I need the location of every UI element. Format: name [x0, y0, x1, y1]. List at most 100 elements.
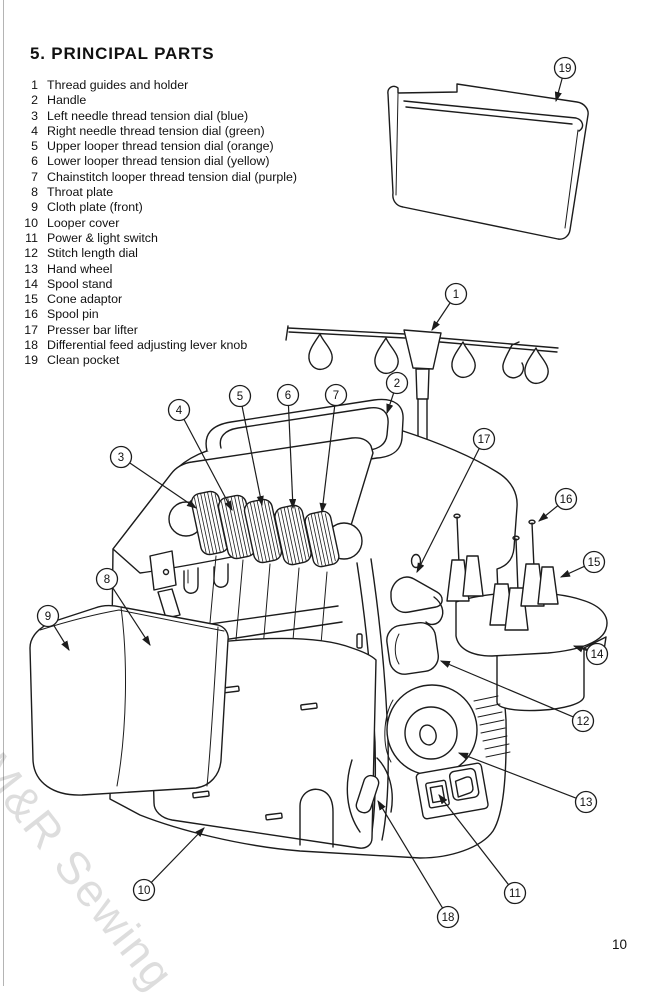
tension-dial	[304, 510, 340, 568]
part-label: Thread guides and holder	[47, 78, 189, 92]
spool-stand-drawing	[446, 513, 608, 712]
part-label: Spool pin	[47, 307, 99, 322]
callout-circle-11	[503, 881, 527, 905]
part-number: 12	[24, 246, 38, 261]
part-number: 7	[31, 169, 38, 184]
callout-number-3: 3	[118, 452, 124, 464]
thread-stand-drawing	[285, 325, 559, 458]
callout-circle-14	[585, 642, 609, 666]
callout-circle-2	[385, 371, 409, 395]
part-number: 1	[31, 78, 38, 92]
stitch-length-dial-drawing	[386, 621, 439, 675]
callout-number-11: 11	[509, 888, 521, 900]
part-label: Clean pocket	[47, 353, 120, 368]
part-number: 10	[24, 215, 38, 230]
callout-leader-12	[439, 660, 574, 718]
callout-circle-6	[276, 383, 300, 407]
callout-number-7: 7	[333, 390, 339, 402]
part-label: Right needle thread tension dial (green)	[47, 123, 265, 138]
page-number: 10	[612, 937, 628, 952]
part-number: 13	[24, 261, 38, 276]
callout-number-19: 19	[559, 63, 572, 75]
callout-leader-17	[416, 448, 480, 574]
part-label: Upper looper thread tension dial (orange…	[47, 139, 274, 154]
callout-leader-3	[129, 462, 197, 509]
callout-circle-9	[36, 604, 60, 628]
part-label: Spool stand	[47, 276, 113, 291]
callout-number-12: 12	[577, 716, 590, 728]
callout-number-16: 16	[560, 494, 573, 506]
callout-number-9: 9	[45, 611, 51, 623]
part-label: Presser bar lifter	[47, 322, 138, 337]
part-number: 18	[24, 338, 38, 353]
part-number: 17	[24, 322, 38, 337]
part-label: Power & light switch	[47, 230, 158, 245]
differential-feed-lever-drawing	[346, 757, 393, 833]
presser-bar-lifter-drawing	[390, 553, 444, 626]
part-label: Looper cover	[47, 215, 120, 230]
parts-list-item: 18 Differential feed adjusting lever knob	[14, 338, 297, 353]
callout-circle-17	[472, 427, 496, 451]
parts-list-item: 7 Chainstitch looper thread tension dial …	[14, 170, 297, 185]
part-number: 4	[31, 123, 38, 138]
callout-circle-19	[553, 56, 577, 80]
callout-leader-1	[431, 302, 451, 331]
part-label: Stitch length dial	[47, 246, 138, 261]
part-label: Hand wheel	[47, 261, 113, 276]
page-title: 5. PRINCIPAL PARTS	[30, 44, 215, 64]
parts-list-item: 1 Thread guides and holder	[14, 78, 297, 93]
parts-list-item: 17 Presser bar lifter	[14, 323, 297, 338]
callout-number-13: 13	[580, 797, 593, 809]
callout-number-1: 1	[453, 289, 459, 301]
cone-adaptors	[446, 555, 559, 631]
part-label: Left needle thread tension dial (blue)	[47, 108, 249, 123]
callout-circle-12	[571, 709, 595, 733]
part-number: 16	[24, 307, 38, 322]
part-number: 6	[31, 154, 38, 169]
callout-circle-7	[324, 383, 348, 407]
clean-pocket-drawing	[387, 83, 589, 240]
thread-guide-loop	[374, 337, 399, 375]
part-number: 3	[31, 108, 38, 123]
part-number: 2	[31, 93, 38, 108]
callout-number-18: 18	[442, 912, 455, 924]
line-art	[29, 83, 608, 859]
callout-leader-10	[150, 827, 205, 883]
callout-circle-8	[95, 567, 119, 591]
parts-list-item: 12 Stitch length dial	[14, 246, 297, 261]
callout-number-17: 17	[478, 434, 491, 446]
callout-leader-11	[438, 794, 510, 886]
part-number: 9	[31, 200, 38, 215]
callout-number-15: 15	[588, 557, 601, 569]
thread-guide-hook	[502, 344, 525, 379]
callout-number-10: 10	[138, 885, 151, 897]
part-label: Cone adaptor	[47, 292, 123, 307]
part-label: Chainstitch looper thread tension dial (…	[47, 169, 298, 184]
tension-dial	[243, 498, 283, 564]
callout-circle-5	[228, 384, 252, 408]
parts-list-item: 10 Looper cover	[14, 216, 297, 231]
part-number: 15	[24, 292, 38, 307]
callout-leader-4	[183, 418, 233, 512]
part-label: Differential feed adjusting lever knob	[47, 338, 248, 353]
callout-circle-4	[167, 398, 191, 422]
parts-list-item: 3 Left needle thread tension dial (blue)	[14, 109, 297, 124]
callout-circle-18	[436, 905, 460, 929]
callout-leader-16	[538, 505, 559, 522]
callout-leader-13	[457, 752, 577, 799]
scan-page-edge	[3, 0, 4, 986]
parts-list-item: 16 Spool pin	[14, 307, 297, 322]
callout-leader-5	[241, 406, 264, 507]
callout-leader-14	[572, 645, 588, 653]
callout-leader-19	[554, 77, 563, 103]
